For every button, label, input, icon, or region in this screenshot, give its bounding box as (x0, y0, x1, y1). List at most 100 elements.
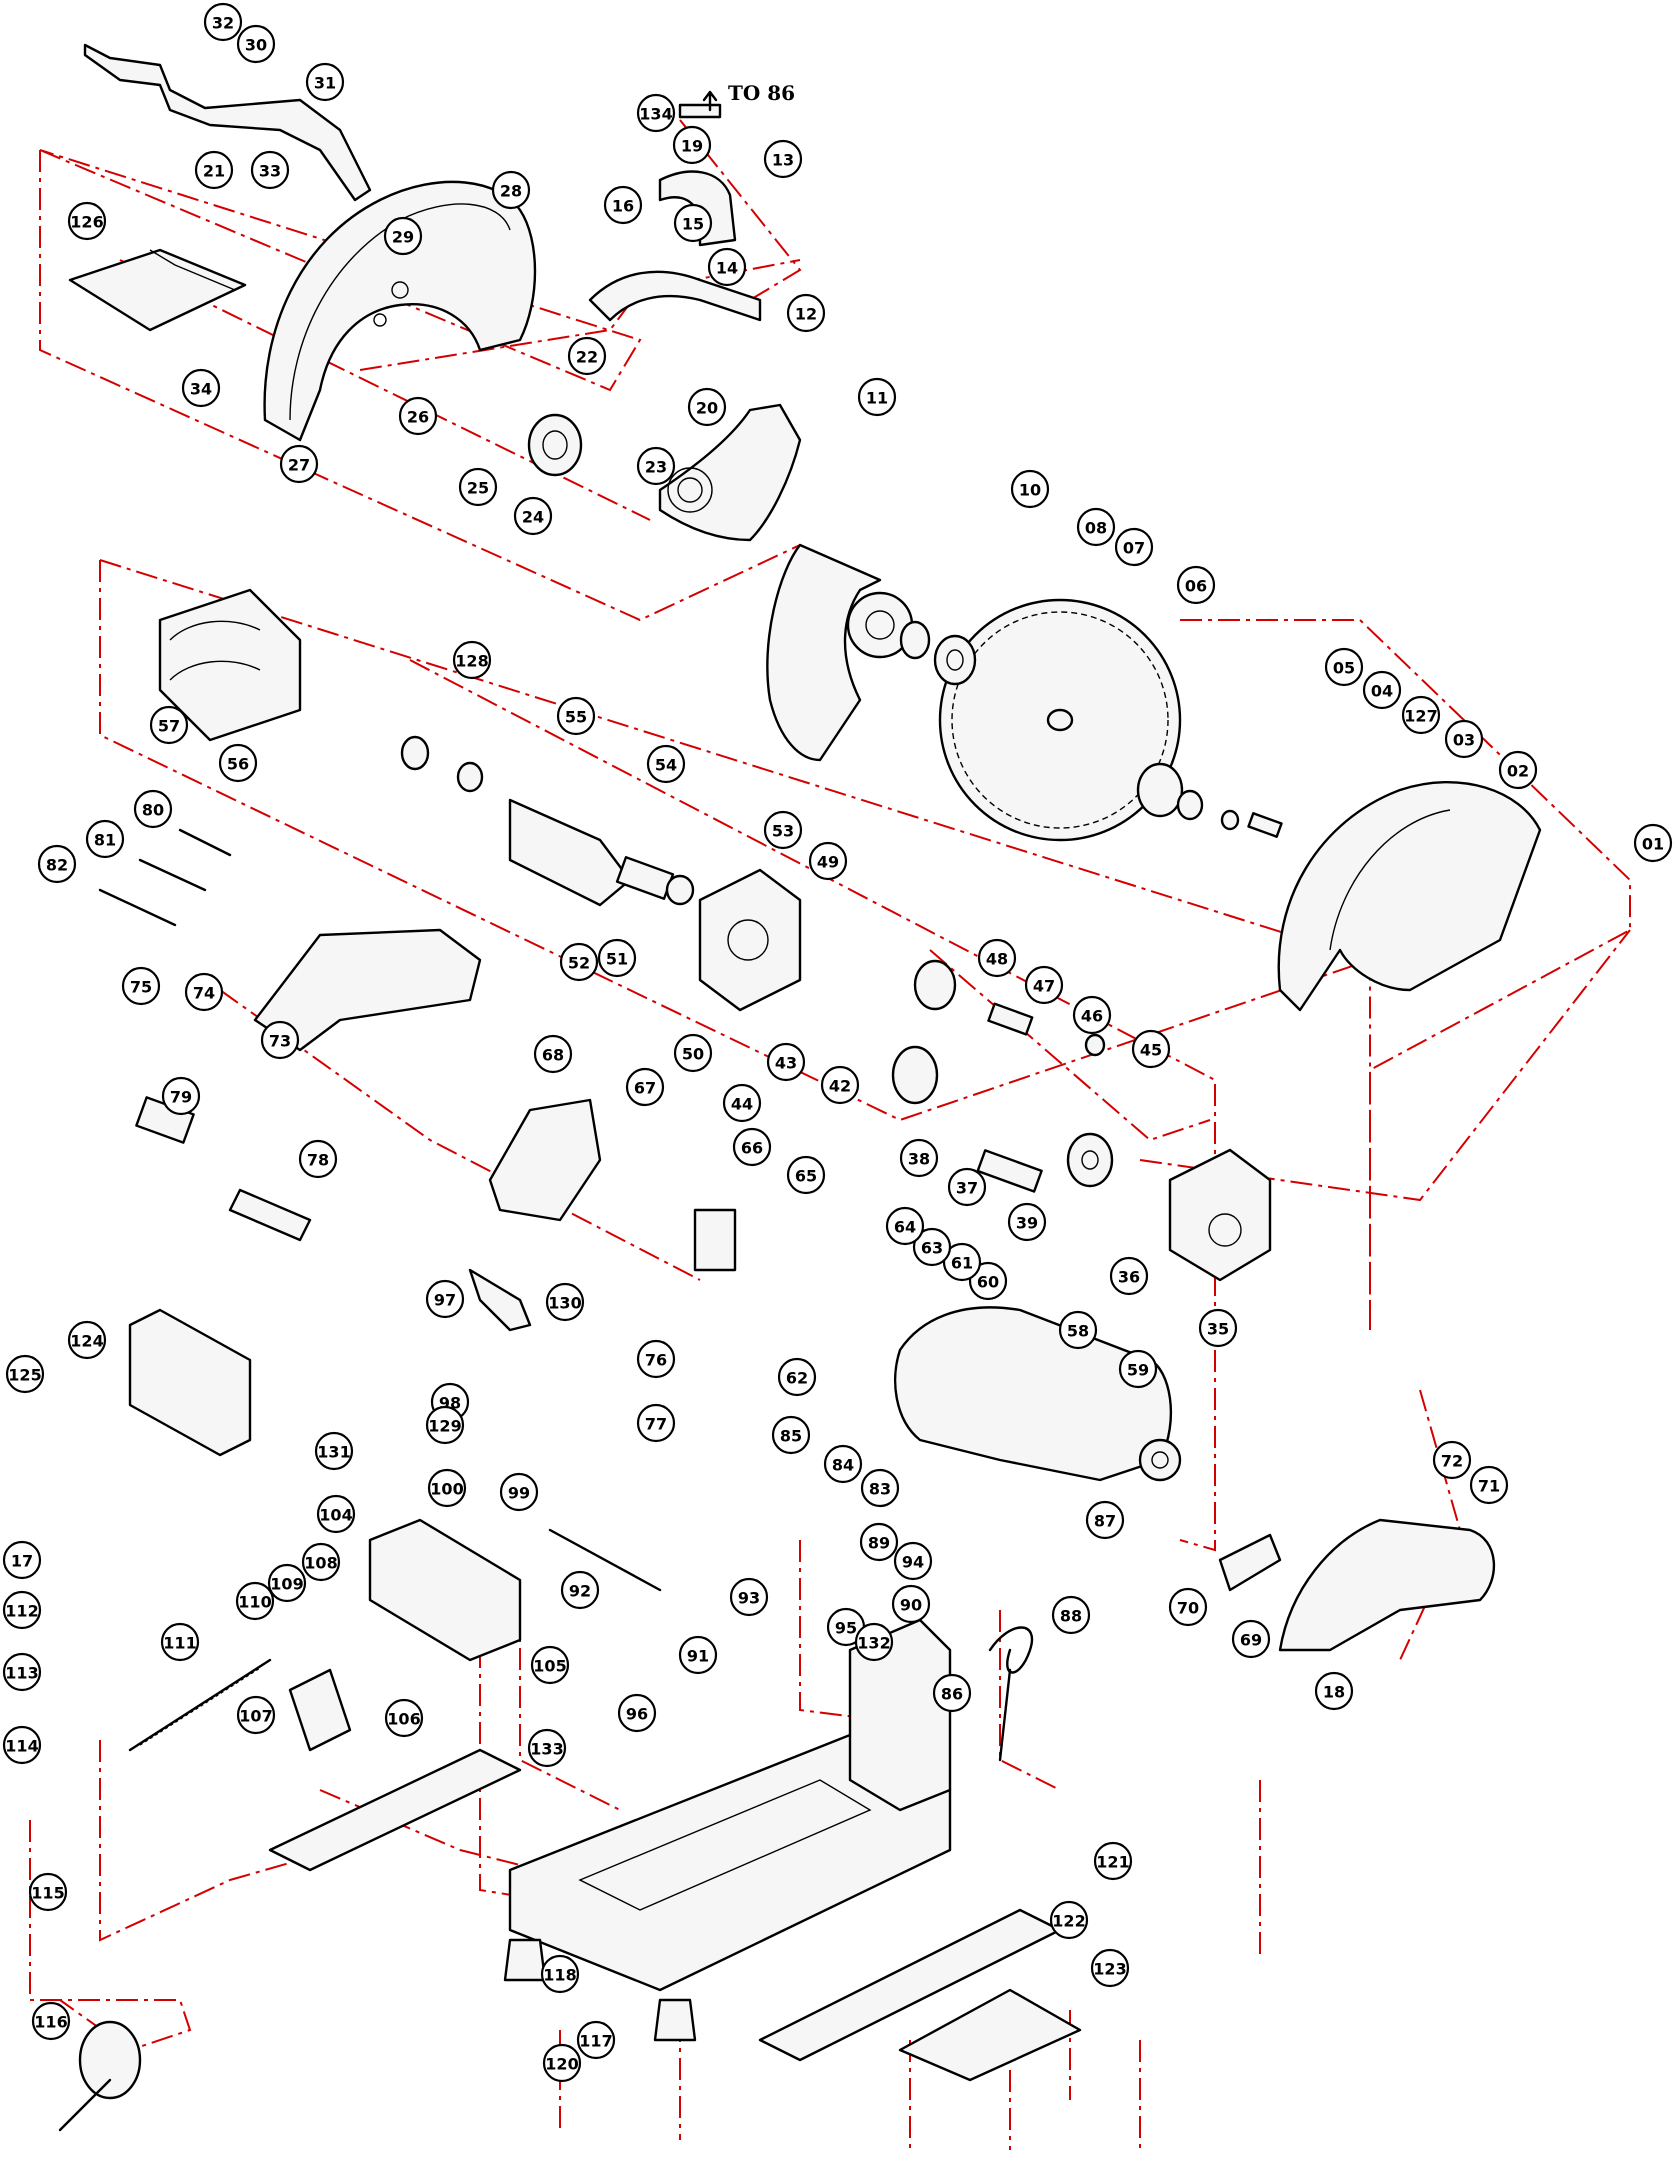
callout-56: 56 (218, 743, 258, 783)
callout-01: 01 (1633, 823, 1673, 863)
callout-label: 100 (430, 1480, 463, 1499)
callout-label: 90 (900, 1596, 922, 1615)
callout-62: 62 (777, 1357, 817, 1397)
callout-label: 48 (986, 950, 1008, 969)
callout-13: 13 (763, 139, 803, 179)
callout-116: 116 (31, 2001, 71, 2041)
callout-circle (1072, 995, 1112, 1035)
callout-circle (1231, 1619, 1271, 1659)
callout-circle (766, 1042, 806, 1082)
callout-circle (384, 1698, 424, 1738)
callout-label: 43 (775, 1054, 797, 1073)
callout-129: 129 (425, 1405, 465, 1445)
callout-label: 87 (1094, 1512, 1116, 1531)
callout-circle (777, 1357, 817, 1397)
callout-60: 60 (968, 1261, 1008, 1301)
screw-111 (128, 1658, 272, 1752)
callout-30: 30 (236, 24, 276, 64)
shaft-92 (548, 1528, 662, 1592)
callout-15: 15 (673, 203, 713, 243)
callout-circle (560, 1570, 600, 1610)
callout-circle (559, 942, 599, 982)
callout-91: 91 (678, 1635, 718, 1675)
callout-circle (160, 1622, 200, 1662)
callout-label: 127 (1404, 707, 1437, 726)
callout-92: 92 (560, 1570, 600, 1610)
callout-34: 34 (181, 368, 221, 408)
callout-circle (1118, 1349, 1158, 1389)
callout-75: 75 (121, 966, 161, 1006)
callout-circle (891, 1584, 931, 1624)
callout-circle (540, 1954, 580, 1994)
callout-label: 67 (634, 1079, 656, 1098)
callout-label: 85 (780, 1427, 802, 1446)
callout-label: 22 (576, 348, 598, 367)
callout-58: 58 (1058, 1310, 1098, 1350)
callout-26: 26 (398, 396, 438, 436)
fixed-guard-02 (1277, 780, 1542, 1012)
callout-circle (67, 201, 107, 241)
callout-124: 124 (67, 1320, 107, 1360)
callout-label: 80 (142, 801, 164, 820)
callout-label: 124 (70, 1332, 103, 1351)
callout-04: 04 (1362, 670, 1402, 710)
callout-circle (625, 1067, 665, 1107)
callout-28: 28 (491, 170, 531, 210)
handwheel-116 (58, 2020, 142, 2132)
callout-label: 86 (941, 1685, 963, 1704)
callout-circle (1114, 527, 1154, 567)
foot-118 (503, 1938, 697, 2042)
callout-96: 96 (617, 1693, 657, 1733)
callout-08: 08 (1076, 507, 1116, 547)
callout-circle (947, 1167, 987, 1207)
callout-label: 113 (5, 1664, 38, 1683)
callout-circle (194, 150, 234, 190)
callout-109: 109 (267, 1563, 307, 1603)
callout-label: 39 (1016, 1214, 1038, 1233)
washers-05-08 (899, 620, 1283, 838)
callout-label: 10 (1019, 481, 1041, 500)
callout-69: 69 (1231, 1619, 1271, 1659)
callout-label: 78 (307, 1151, 329, 1170)
callout-86: 86 (932, 1673, 972, 1713)
callout-circle (2, 1540, 42, 1580)
callout-circle (203, 2, 243, 42)
callout-29: 29 (383, 216, 423, 256)
callout-20: 20 (687, 387, 727, 427)
callout-11: 11 (857, 377, 897, 417)
callout-label: 118 (543, 1966, 576, 1985)
callout-circle (236, 24, 276, 64)
callout-circle (1314, 1671, 1354, 1711)
callout-label: 02 (1507, 762, 1529, 781)
callout-label: 21 (203, 162, 225, 181)
callout-label: 66 (741, 1139, 763, 1158)
callout-label: 88 (1060, 1607, 1082, 1626)
callout-circle (673, 203, 713, 243)
callout-label: 51 (606, 950, 628, 969)
callout-label: 74 (193, 984, 215, 1003)
callout-label: 91 (687, 1647, 709, 1666)
callout-circle (301, 1542, 341, 1582)
callout-circle (786, 293, 826, 333)
callout-17: 17 (2, 1540, 42, 1580)
callout-label: 93 (738, 1589, 760, 1608)
callout-circle (932, 1673, 972, 1713)
callout-117: 117 (576, 2020, 616, 2060)
callout-circle (2, 1590, 42, 1630)
callout-19: 19 (672, 125, 712, 165)
callout-label: 28 (500, 182, 522, 201)
callout-label: 105 (533, 1657, 566, 1676)
callout-label: 104 (319, 1506, 352, 1525)
callout-circle (161, 1076, 201, 1116)
callout-label: 63 (921, 1239, 943, 1258)
callout-78: 78 (298, 1139, 338, 1179)
callout-circle (133, 789, 173, 829)
callout-label: 25 (467, 479, 489, 498)
callout-circle (1168, 1587, 1208, 1627)
callout-circle (857, 377, 897, 417)
callout-circle (458, 467, 498, 507)
callout-circle (860, 1468, 900, 1508)
callout-07: 07 (1114, 527, 1154, 567)
callout-24: 24 (513, 496, 553, 536)
